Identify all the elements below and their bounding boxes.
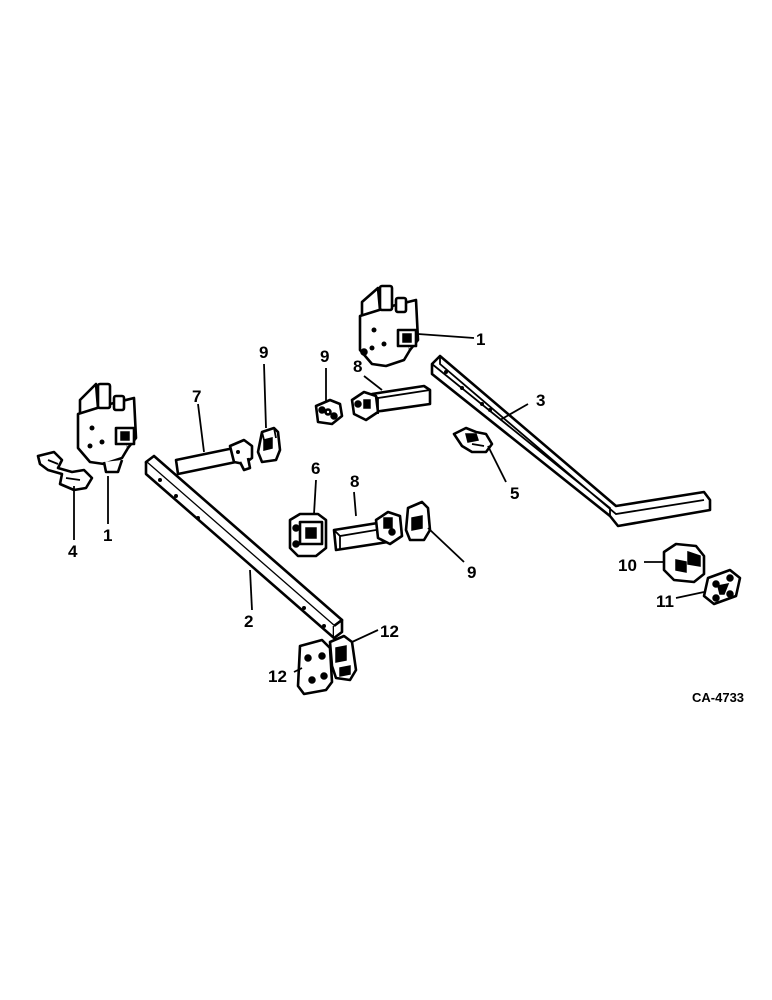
callout-arm-center: 8 (350, 472, 359, 491)
callout-bracket-left: 9 (259, 343, 268, 362)
plate-lower-left (296, 638, 334, 696)
bracket-lower-right (328, 634, 358, 682)
callout-block-right: 10 (618, 556, 637, 575)
callout-bar-right: 3 (536, 391, 545, 410)
bracket-center (404, 500, 432, 542)
callout-plate-right: 11 (656, 592, 674, 611)
callout-plate-upper: 9 (320, 347, 329, 366)
callout-bar-left: 2 (244, 612, 253, 631)
bracket-left (256, 426, 282, 464)
tool-bar-right (430, 354, 712, 528)
callout-bracket-center: 9 (467, 563, 476, 582)
square-arm-upper (350, 384, 432, 422)
plate-right (702, 568, 742, 606)
callout-valve-right: 1 (476, 330, 485, 349)
callout-plate-lower-left: 12 (268, 667, 287, 686)
callout-arm-upper: 8 (353, 357, 362, 376)
callout-labels: 1 9 9 8 7 3 5 6 8 1 4 9 10 11 2 12 12 (68, 330, 674, 686)
figure-id: CA-4733 (692, 690, 744, 705)
spring-clip-left (36, 450, 94, 492)
callout-arm-left: 7 (192, 387, 201, 406)
square-arm-center (332, 510, 404, 552)
control-valve-right (358, 284, 420, 368)
leader-lines (73, 333, 705, 673)
spring-clip-right (452, 426, 494, 454)
mounting-block-right (662, 542, 706, 584)
tool-bar-left (144, 454, 344, 640)
callout-bracket-lower-right: 12 (380, 622, 399, 641)
mounting-block-center (288, 512, 328, 558)
callout-clip-right: 5 (510, 484, 519, 503)
clamp-plate-upper (314, 398, 344, 426)
callout-block-center: 6 (311, 459, 320, 478)
control-valve-left (76, 382, 138, 474)
callout-clip-left: 4 (68, 542, 78, 561)
mounting-arm-left (174, 438, 254, 476)
callout-valve-left: 1 (103, 526, 112, 545)
